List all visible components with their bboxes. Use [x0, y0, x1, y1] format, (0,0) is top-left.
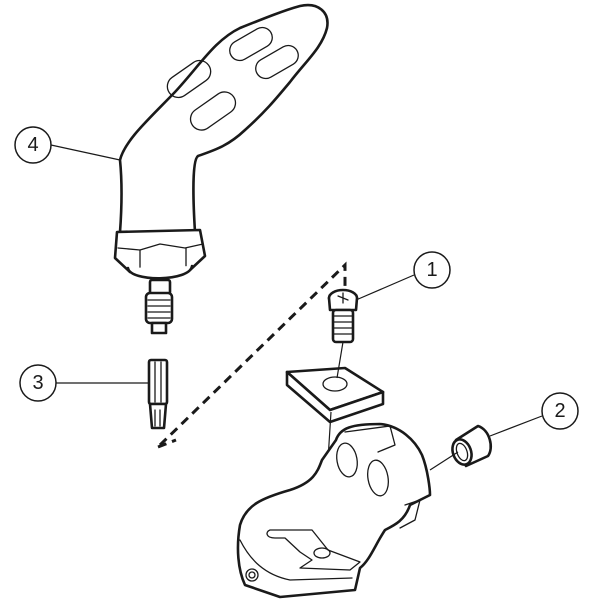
leader-line-1	[355, 274, 415, 301]
leader-line-4	[50, 144, 121, 161]
sleeve	[451, 424, 492, 468]
bit-adapter	[144, 278, 174, 335]
callout-3-label: 3	[32, 372, 43, 394]
callout-4: 4	[14, 126, 52, 164]
cartridge-body	[236, 422, 432, 599]
dashed-assembly-line	[157, 261, 347, 449]
callout-3: 3	[19, 364, 57, 402]
screw	[327, 288, 359, 344]
leader-line-body	[429, 451, 459, 471]
callout-1-label: 1	[426, 259, 437, 281]
insert-shim	[285, 366, 385, 424]
callout-2: 2	[541, 392, 579, 430]
callout-1: 1	[413, 251, 451, 289]
callout-2-label: 2	[554, 400, 565, 422]
torque-key-handle	[113, 3, 329, 280]
callout-4-label: 4	[27, 134, 38, 156]
torx-bit	[147, 358, 169, 430]
leader-line-2	[489, 415, 543, 437]
